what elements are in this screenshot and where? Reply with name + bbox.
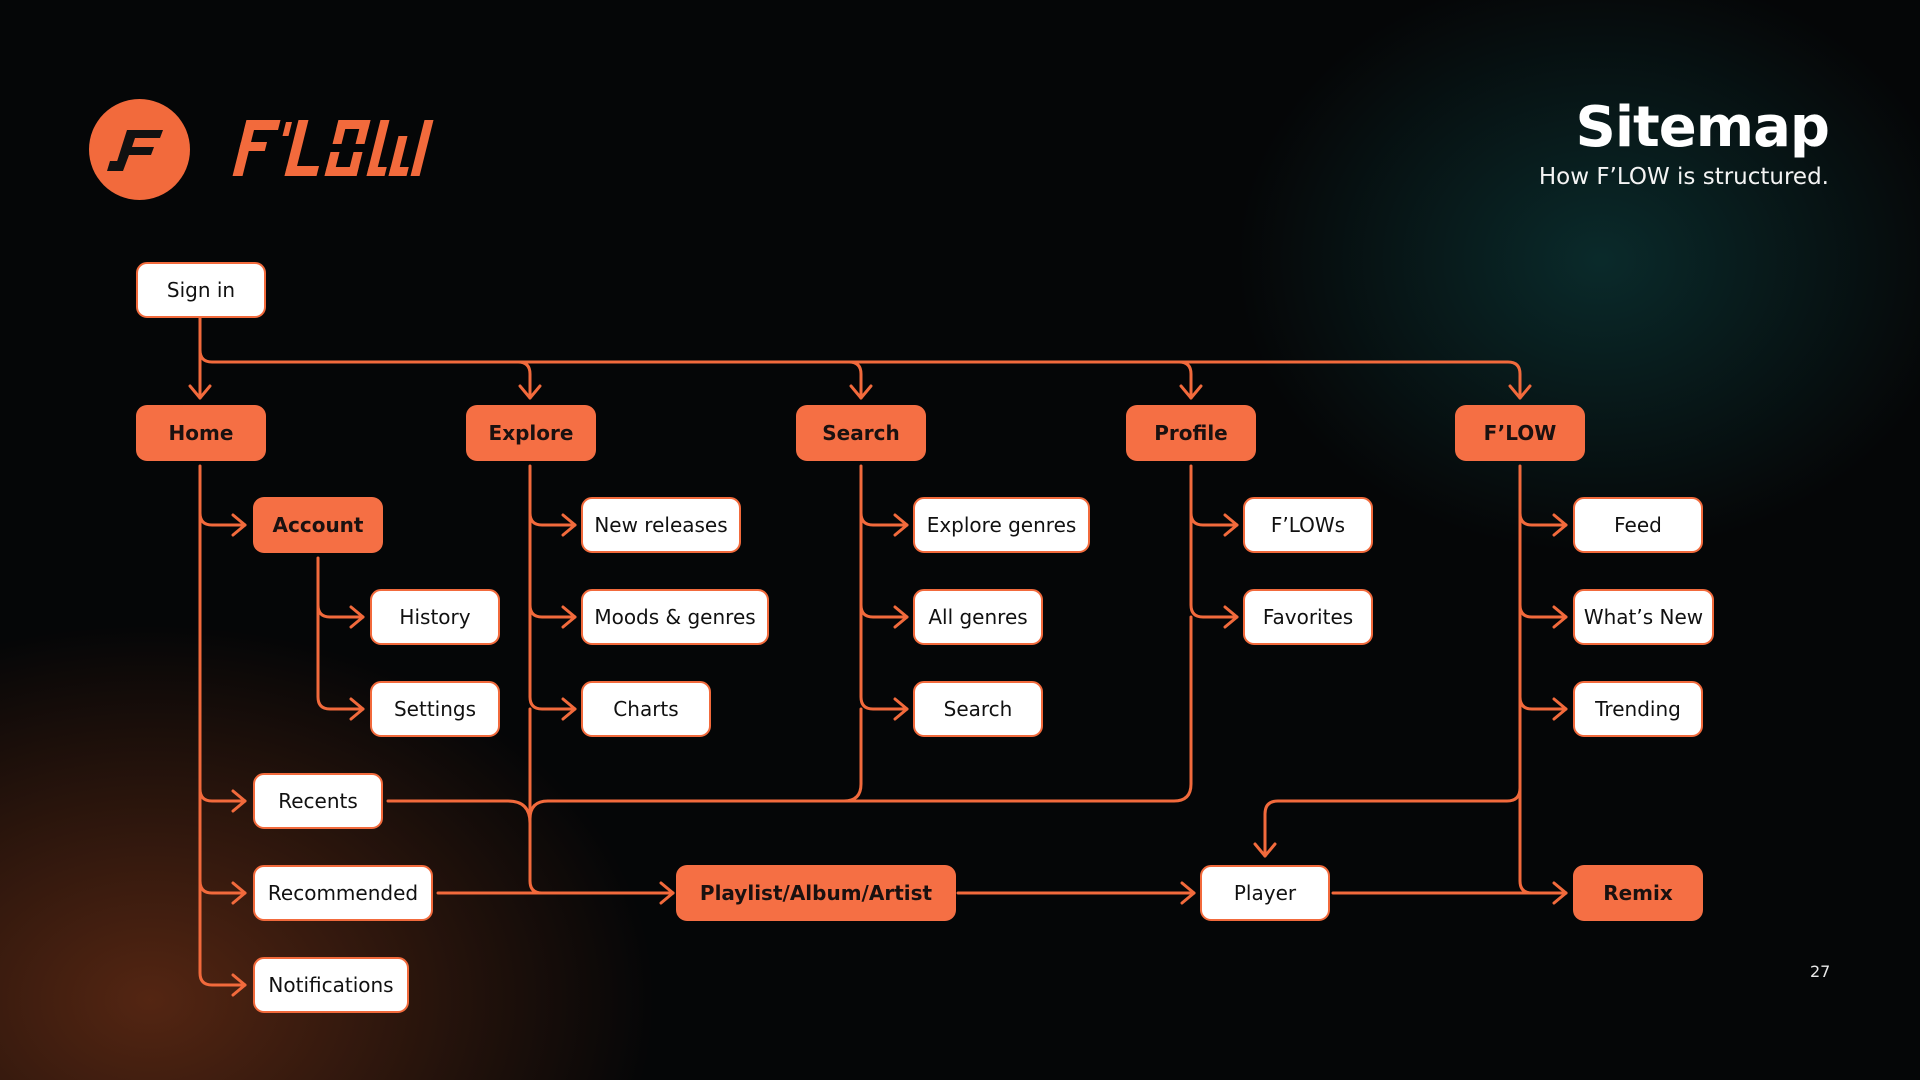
- edge-explore-newreleases: [528, 511, 577, 527]
- arrowhead: [1552, 881, 1568, 905]
- arrowhead: [849, 384, 873, 400]
- arrowhead: [561, 605, 577, 629]
- edge-bus-search: [847, 360, 863, 400]
- edge-search-allgenres: [859, 603, 909, 619]
- node-sign-in[interactable]: Sign in: [136, 262, 266, 318]
- node-moods-genres[interactable]: Moods & genres: [581, 589, 769, 645]
- edge-account-history: [316, 603, 365, 619]
- edge-bus-profile: [1177, 360, 1193, 400]
- arrowhead: [188, 384, 212, 400]
- brand-wordmark: F’LOW: [230, 114, 485, 188]
- edge-home-recents: [198, 787, 247, 803]
- node-flows[interactable]: F’LOWs: [1243, 497, 1373, 553]
- node-whats-new[interactable]: What’s New: [1573, 589, 1714, 645]
- node-remix[interactable]: Remix: [1573, 865, 1703, 921]
- arrowhead: [1552, 513, 1568, 537]
- edge-profile-trunk: [1189, 464, 1239, 619]
- arrowhead: [1552, 605, 1568, 629]
- node-trending[interactable]: Trending: [1573, 681, 1703, 737]
- arrowhead: [1508, 384, 1532, 400]
- arrowhead: [561, 513, 577, 537]
- arrowhead: [349, 605, 365, 629]
- node-new-releases[interactable]: New releases: [581, 497, 741, 553]
- arrowhead: [349, 697, 365, 721]
- page-subtitle: How F’LOW is structured.: [1538, 164, 1829, 190]
- edge-flow-trending: [1518, 695, 1568, 711]
- arrowhead: [659, 881, 675, 905]
- arrowhead: [1180, 881, 1196, 905]
- edge-account-trunk: [316, 556, 365, 711]
- node-search-page[interactable]: Search: [913, 681, 1043, 737]
- node-recents[interactable]: Recents: [253, 773, 383, 829]
- node-feed[interactable]: Feed: [1573, 497, 1703, 553]
- node-all-genres[interactable]: All genres: [913, 589, 1043, 645]
- arrowhead: [1179, 384, 1203, 400]
- node-charts[interactable]: Charts: [581, 681, 711, 737]
- node-history[interactable]: History: [370, 589, 500, 645]
- edge-explore-trunk: [528, 464, 577, 711]
- node-flow[interactable]: F’LOW: [1455, 405, 1585, 461]
- edge-flow-player: [1263, 786, 1522, 858]
- edge-recents-playlist: [386, 799, 532, 825]
- edge-home-trunk: [198, 464, 247, 987]
- edge-signin-bus: [198, 348, 1522, 400]
- arrowhead: [1223, 605, 1239, 629]
- arrowhead: [1552, 697, 1568, 721]
- arrowhead: [231, 513, 247, 537]
- node-favorites[interactable]: Favorites: [1243, 589, 1373, 645]
- edge-explore-moods: [528, 603, 577, 619]
- arrowhead: [231, 973, 247, 997]
- edge-bus-explore: [516, 360, 532, 400]
- node-player[interactable]: Player: [1200, 865, 1330, 921]
- arrowhead: [1253, 842, 1277, 858]
- arrowhead: [231, 789, 247, 813]
- edge-profile-down: [546, 615, 1193, 803]
- arrowhead: [893, 513, 909, 537]
- node-profile[interactable]: Profile: [1126, 405, 1256, 461]
- f-monogram-icon: [107, 130, 163, 171]
- edge-search-exploregenres: [859, 511, 909, 527]
- arrowhead: [518, 384, 542, 400]
- node-notifications[interactable]: Notifications: [253, 957, 409, 1013]
- edge-profile-flows: [1189, 511, 1239, 527]
- arrowhead: [893, 697, 909, 721]
- node-home[interactable]: Home: [136, 405, 266, 461]
- node-explore-genres[interactable]: Explore genres: [913, 497, 1090, 553]
- node-recommended[interactable]: Recommended: [253, 865, 433, 921]
- edge-flow-feed: [1518, 511, 1568, 527]
- node-search[interactable]: Search: [796, 405, 926, 461]
- page-number: 27: [1810, 962, 1831, 981]
- arrowhead: [561, 697, 577, 721]
- edge-home-account: [198, 511, 247, 527]
- node-playlist-album-artist[interactable]: Playlist/Album/Artist: [676, 865, 956, 921]
- edge-search-trunk: [859, 464, 909, 711]
- node-settings[interactable]: Settings: [370, 681, 500, 737]
- logo-mark: [89, 99, 190, 200]
- arrowhead: [893, 605, 909, 629]
- arrowhead: [1223, 513, 1239, 537]
- edge-home-recommended: [198, 879, 247, 895]
- page-title: Sitemap: [1575, 95, 1830, 160]
- node-account[interactable]: Account: [253, 497, 383, 553]
- node-explore[interactable]: Explore: [466, 405, 596, 461]
- edge-flow-whatsnew: [1518, 603, 1568, 619]
- arrowhead: [231, 881, 247, 905]
